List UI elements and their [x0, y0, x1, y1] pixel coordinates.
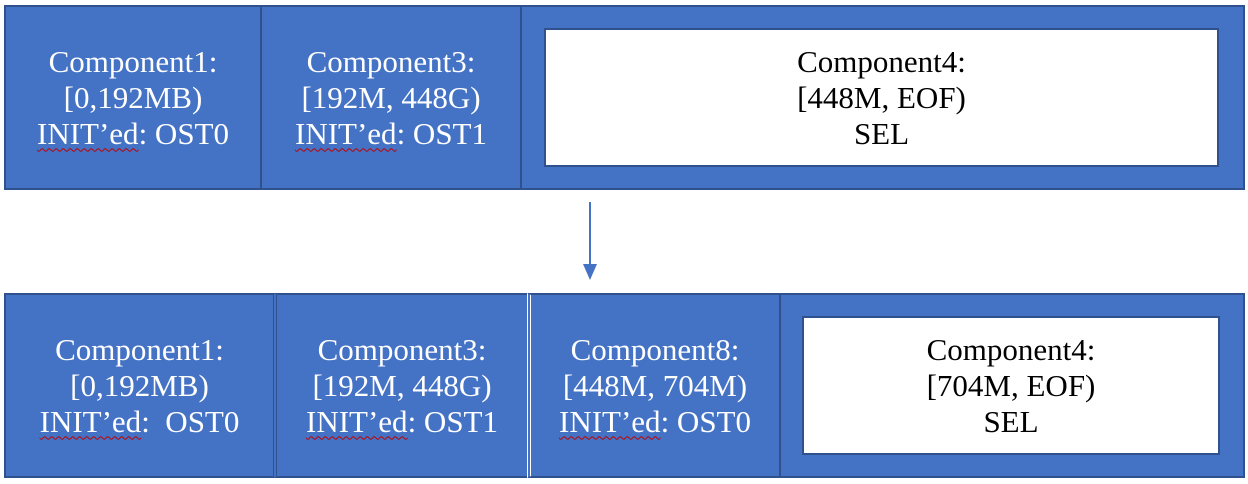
component-name: Component3:	[317, 331, 487, 367]
component-block: Component1: [0,192MB) INIT’ed: OST0	[4, 293, 275, 478]
init-label: INIT’ed	[39, 403, 142, 439]
component-block: Component8: [448M, 704M) INIT’ed: OST0	[527, 293, 781, 478]
component-name: Component3:	[306, 43, 476, 79]
init-label: INIT’ed	[559, 403, 661, 439]
component-name: Component1:	[55, 331, 224, 367]
selected-component-box: Component4: [704M, EOF) SEL	[802, 316, 1220, 455]
component-range: [448M, EOF)	[797, 79, 966, 115]
layout-after: Component1: [0,192MB) INIT’ed: OST0 Comp…	[4, 293, 1245, 478]
layout-before: Component1: [0,192MB) INIT’ed: OST0 Comp…	[4, 5, 1245, 190]
init-label: INIT’ed	[37, 115, 139, 151]
component-status: SEL	[853, 115, 910, 151]
component-range: [0,192MB)	[70, 367, 209, 403]
init-ost: : OST0	[141, 403, 240, 439]
component-init: INIT’ed: OST1	[306, 404, 498, 440]
component-init: INIT’ed: OST0	[37, 116, 229, 152]
component-status: SEL	[983, 403, 1039, 439]
init-label: INIT’ed	[295, 115, 397, 151]
component-init: INIT’ed: OST1	[295, 116, 487, 152]
init-ost: : OST0	[138, 115, 229, 151]
init-label: INIT’ed	[306, 403, 408, 439]
selected-component-box: Component4: [448M, EOF) SEL	[544, 28, 1219, 167]
init-ost: : OST1	[396, 115, 487, 151]
component-block: Component3: [192M, 448G) INIT’ed: OST1	[273, 293, 529, 478]
component-init: INIT’ed: OST0	[40, 404, 240, 440]
component-name: Component4:	[797, 43, 966, 79]
component-block: Component3: [192M, 448G) INIT’ed: OST1	[260, 5, 522, 190]
component-range: [704M, EOF)	[926, 367, 1096, 403]
init-ost: : OST1	[407, 403, 498, 439]
component-name: Component1:	[48, 43, 218, 79]
component-range: [192M, 448G)	[301, 79, 481, 115]
component-range: [448M, 704M)	[562, 367, 748, 403]
component-init: INIT’ed: OST0	[559, 404, 751, 440]
selected-component-block: Component4: [704M, EOF) SEL	[779, 293, 1245, 478]
selected-component-block: Component4: [448M, EOF) SEL	[520, 5, 1245, 190]
component-name: Component4:	[926, 331, 1096, 367]
down-arrow-icon	[583, 202, 597, 280]
component-name: Component8:	[570, 331, 740, 367]
component-block: Component1: [0,192MB) INIT’ed: OST0	[4, 5, 262, 190]
component-range: [0,192MB)	[63, 79, 203, 115]
component-range: [192M, 448G)	[312, 367, 492, 403]
init-ost: : OST0	[660, 403, 751, 439]
